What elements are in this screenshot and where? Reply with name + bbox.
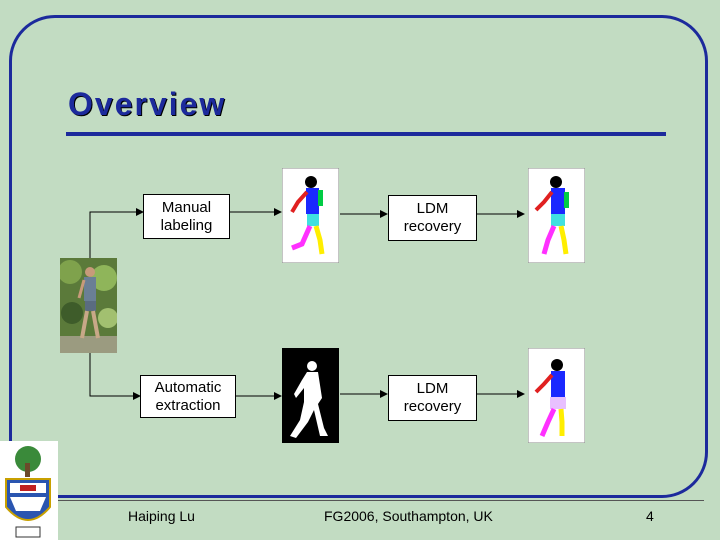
footer-venue: FG2006, Southampton, UK (324, 508, 493, 524)
extracted-silhouette (282, 348, 339, 443)
recovered-figure-bottom (528, 348, 585, 443)
university-crest-logo (0, 441, 58, 540)
manual-labeling-label: Manual labeling (160, 198, 213, 234)
manual-labeling-box: Manual labeling (143, 194, 230, 239)
recovered-figure-top (528, 168, 585, 263)
ldm-recovery-top-box: LDM recovery (388, 195, 477, 241)
footer-rule (58, 500, 704, 501)
branch-line-bottom (89, 352, 141, 400)
slide-frame (9, 15, 708, 498)
input-walking-photo (60, 258, 117, 353)
branch-line-top (89, 208, 144, 258)
footer-author: Haiping Lu (128, 508, 195, 524)
ldm-recovery-top-label: LDM recovery (403, 200, 462, 235)
slide-title: Overview (68, 86, 227, 122)
automatic-extraction-label: Automatic extraction (154, 378, 222, 414)
manual-labeled-figure (282, 168, 339, 263)
ldm-recovery-bottom-label: LDM recovery (403, 380, 462, 415)
footer-page-number: 4 (646, 508, 654, 524)
automatic-extraction-box: Automatic extraction (140, 375, 236, 418)
ldm-recovery-bottom-box: LDM recovery (388, 375, 477, 421)
title-underline (66, 132, 666, 136)
